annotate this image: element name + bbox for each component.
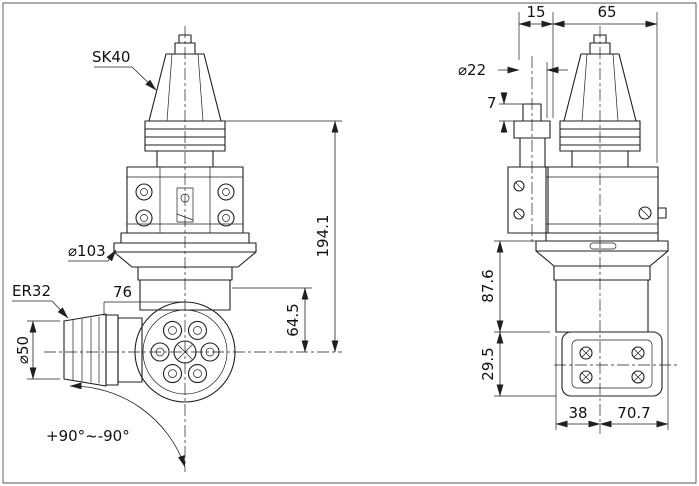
label-sk40: SK40: [92, 48, 157, 91]
clamp-screws: [135, 183, 235, 227]
side-body: [555, 279, 649, 333]
side-clamp-block: [545, 166, 667, 234]
side-plunger: [657, 207, 667, 219]
er32-collet: [63, 313, 143, 387]
side-output-block: [561, 331, 663, 397]
swivel-range-text: +90°~-90°: [46, 427, 130, 445]
dim-flange-diameter: ⌀103: [68, 242, 117, 262]
sk40-text: SK40: [92, 48, 130, 66]
top-width-text: 65: [597, 3, 616, 21]
dim-flange-to-center: 64.5: [232, 287, 312, 353]
front-view: SK40 ⌀103 76 ER32 ⌀50 +90°~-90°: [12, 26, 342, 472]
er32-text: ER32: [12, 282, 51, 300]
dim-collet-diameter: ⌀50: [14, 320, 60, 380]
collet-diameter-text: ⌀50: [14, 336, 32, 364]
sk40-taper-side: [559, 34, 641, 168]
body-height-text: 87.6: [479, 269, 497, 302]
side-centerlines: [531, 26, 678, 434]
overall-height-text: 194.1: [314, 215, 332, 258]
side-view: 15 65 ⌀22 7 87.6 29.5: [458, 3, 678, 434]
dim-overall-height: 194.1: [224, 120, 342, 353]
front-clamp-block: [126, 166, 244, 234]
dim-gauge-width: 76: [103, 283, 186, 316]
dim-top-widths: 15 65: [518, 3, 658, 163]
side-flange: [535, 232, 669, 281]
dim-head-height: 29.5: [479, 331, 556, 397]
side-stop-pin: [507, 103, 551, 234]
side-screw: [638, 206, 652, 220]
dim-bottom-widths: 38 70.7: [555, 256, 669, 430]
dim-pin-diameter: ⌀22: [458, 61, 568, 118]
dim-body-height: 87.6: [479, 240, 550, 333]
pin-offset-text: 15: [526, 3, 545, 21]
pin-step-text: 7: [487, 94, 497, 112]
flange-to-center-text: 64.5: [284, 303, 302, 336]
collet-nut: [63, 313, 107, 387]
dim-swivel-range: +90°~-90°: [46, 382, 186, 468]
head-height-text: 29.5: [479, 347, 497, 380]
flange-diameter-text: ⌀103: [68, 242, 106, 260]
head-width-text: 70.7: [617, 404, 650, 422]
gauge-width-text: 76: [113, 283, 132, 301]
center-offset-text: 38: [568, 404, 587, 422]
front-flange: [113, 232, 257, 281]
front-centerlines: [44, 26, 342, 472]
label-er32: ER32: [12, 282, 69, 319]
flange-slot: [589, 242, 617, 250]
pin-diameter-text: ⌀22: [458, 61, 486, 79]
dim-pin-step: 7: [487, 92, 523, 133]
